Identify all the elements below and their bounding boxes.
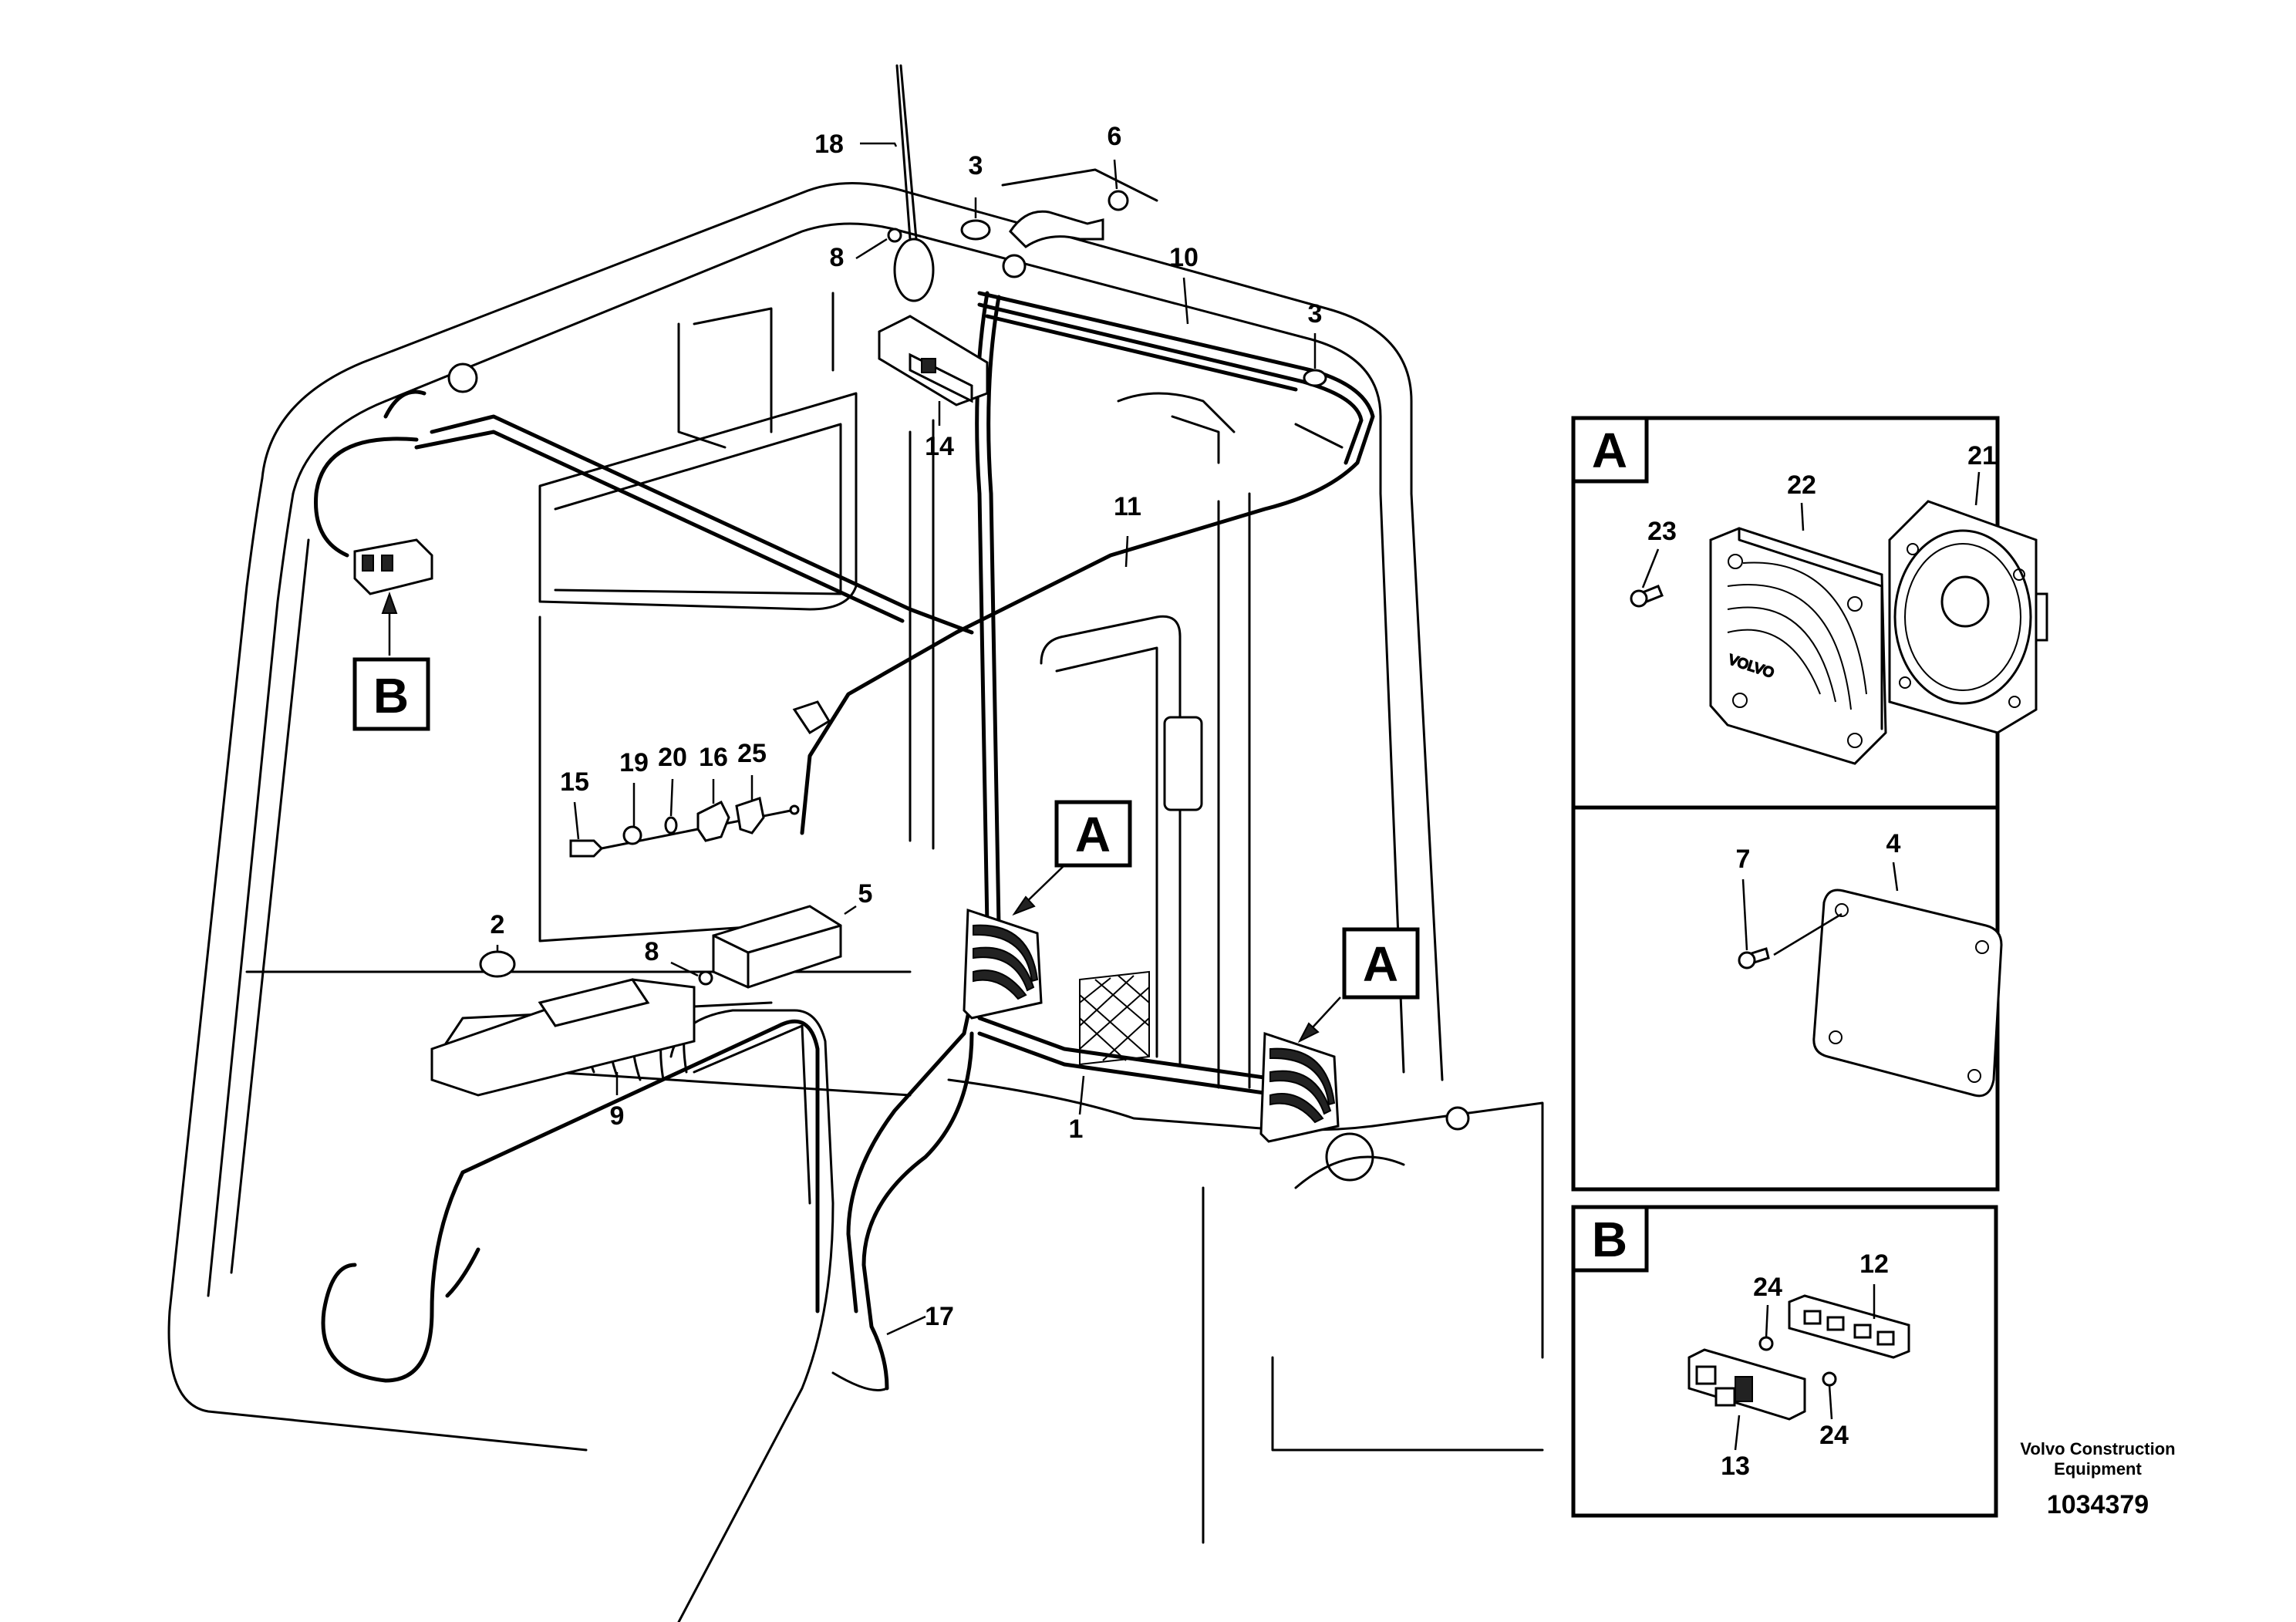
callout-4: 4 — [1886, 829, 1901, 858]
speaker-left — [963, 908, 1043, 1020]
svg-text:A: A — [1363, 936, 1398, 992]
screw-24-top — [1758, 1336, 1774, 1351]
radio — [878, 315, 989, 406]
callout-20: 20 — [658, 743, 687, 772]
callout-6: 6 — [1108, 122, 1122, 151]
screw — [1630, 585, 1664, 608]
antenna — [887, 64, 935, 302]
plug-2 — [479, 950, 516, 978]
antenna-cable-17 — [831, 1031, 974, 1391]
callout-labels: 18 3 6 8 10 3 14 11 15 19 20 16 25 5 2 8… — [491, 122, 1323, 1331]
company-name-line2: Equipment — [2054, 1459, 2142, 1479]
flag-b-main: B — [352, 657, 430, 731]
svg-text:B: B — [373, 668, 409, 723]
control-box — [712, 905, 842, 989]
cab-frame — [167, 168, 1544, 1622]
callout-8-top: 8 — [830, 243, 845, 272]
storage-net — [1079, 970, 1150, 1066]
drawing-number: 1034379 — [2047, 1490, 2149, 1519]
footer: Volvo Construction Equipment 1034379 — [2020, 1439, 2175, 1519]
callout-23: 23 — [1647, 517, 1677, 546]
wiring-harness-roof — [314, 389, 974, 635]
connector-b-location — [353, 538, 433, 595]
callout-3-right: 3 — [1308, 299, 1323, 329]
screw — [1738, 947, 1770, 969]
cap-3-right — [1303, 369, 1327, 387]
mounting-hardware — [569, 797, 800, 858]
svg-text:A: A — [1075, 807, 1111, 862]
callout-19: 19 — [619, 748, 649, 777]
callout-9: 9 — [610, 1101, 625, 1131]
callout-13: 13 — [1721, 1452, 1750, 1481]
connector-plug — [1687, 1348, 1806, 1421]
callout-10: 10 — [1169, 243, 1199, 272]
cap-3-top — [960, 219, 991, 241]
callout-7: 7 — [1736, 845, 1751, 874]
callout-16: 16 — [699, 743, 728, 772]
wiring-harness-11 — [846, 291, 1001, 1313]
callout-2: 2 — [491, 910, 505, 939]
callout-11: 11 — [1114, 492, 1141, 521]
flag-a-right: A — [1342, 927, 1420, 1000]
callout-21: 21 — [1967, 441, 1997, 470]
callout-3-top: 3 — [969, 151, 983, 180]
callout-24-top: 24 — [1753, 1273, 1782, 1302]
connector-housing — [1788, 1294, 1910, 1359]
callout-5: 5 — [858, 879, 873, 909]
wiring-harness-1 — [977, 1016, 1283, 1098]
flag-a-left: A — [1054, 800, 1132, 868]
callout-25: 25 — [737, 739, 767, 768]
panel-a-label: A — [1592, 423, 1627, 478]
callout-22: 22 — [1787, 470, 1816, 500]
callout-15: 15 — [560, 767, 589, 797]
callout-1: 1 — [1069, 1114, 1084, 1144]
speaker-grille: VOLVO — [1709, 527, 1887, 765]
callout-14: 14 — [925, 432, 954, 461]
detail-panel-b: B 24 12 24 13 — [1571, 1205, 1998, 1518]
company-name: Volvo Construction — [2020, 1439, 2175, 1458]
wiring-harness-9 — [321, 1019, 820, 1383]
callout-24-bottom: 24 — [1819, 1421, 1849, 1450]
microphone-bracket — [1002, 190, 1129, 278]
cover-plate — [1812, 889, 2003, 1098]
speaker-right — [1259, 1031, 1340, 1143]
wiring-harness-10 — [800, 291, 1375, 835]
detail-panel-a: A VOLVO — [1571, 416, 2048, 1192]
screw-24-bottom — [1822, 1371, 1837, 1387]
panel-b-label: B — [1592, 1212, 1627, 1267]
callout-12: 12 — [1859, 1249, 1889, 1279]
callout-17: 17 — [925, 1302, 954, 1331]
screw-8-mid — [698, 970, 713, 986]
callout-18: 18 — [814, 130, 844, 159]
speaker-driver — [1888, 500, 2048, 734]
callout-8-mid: 8 — [645, 937, 659, 966]
